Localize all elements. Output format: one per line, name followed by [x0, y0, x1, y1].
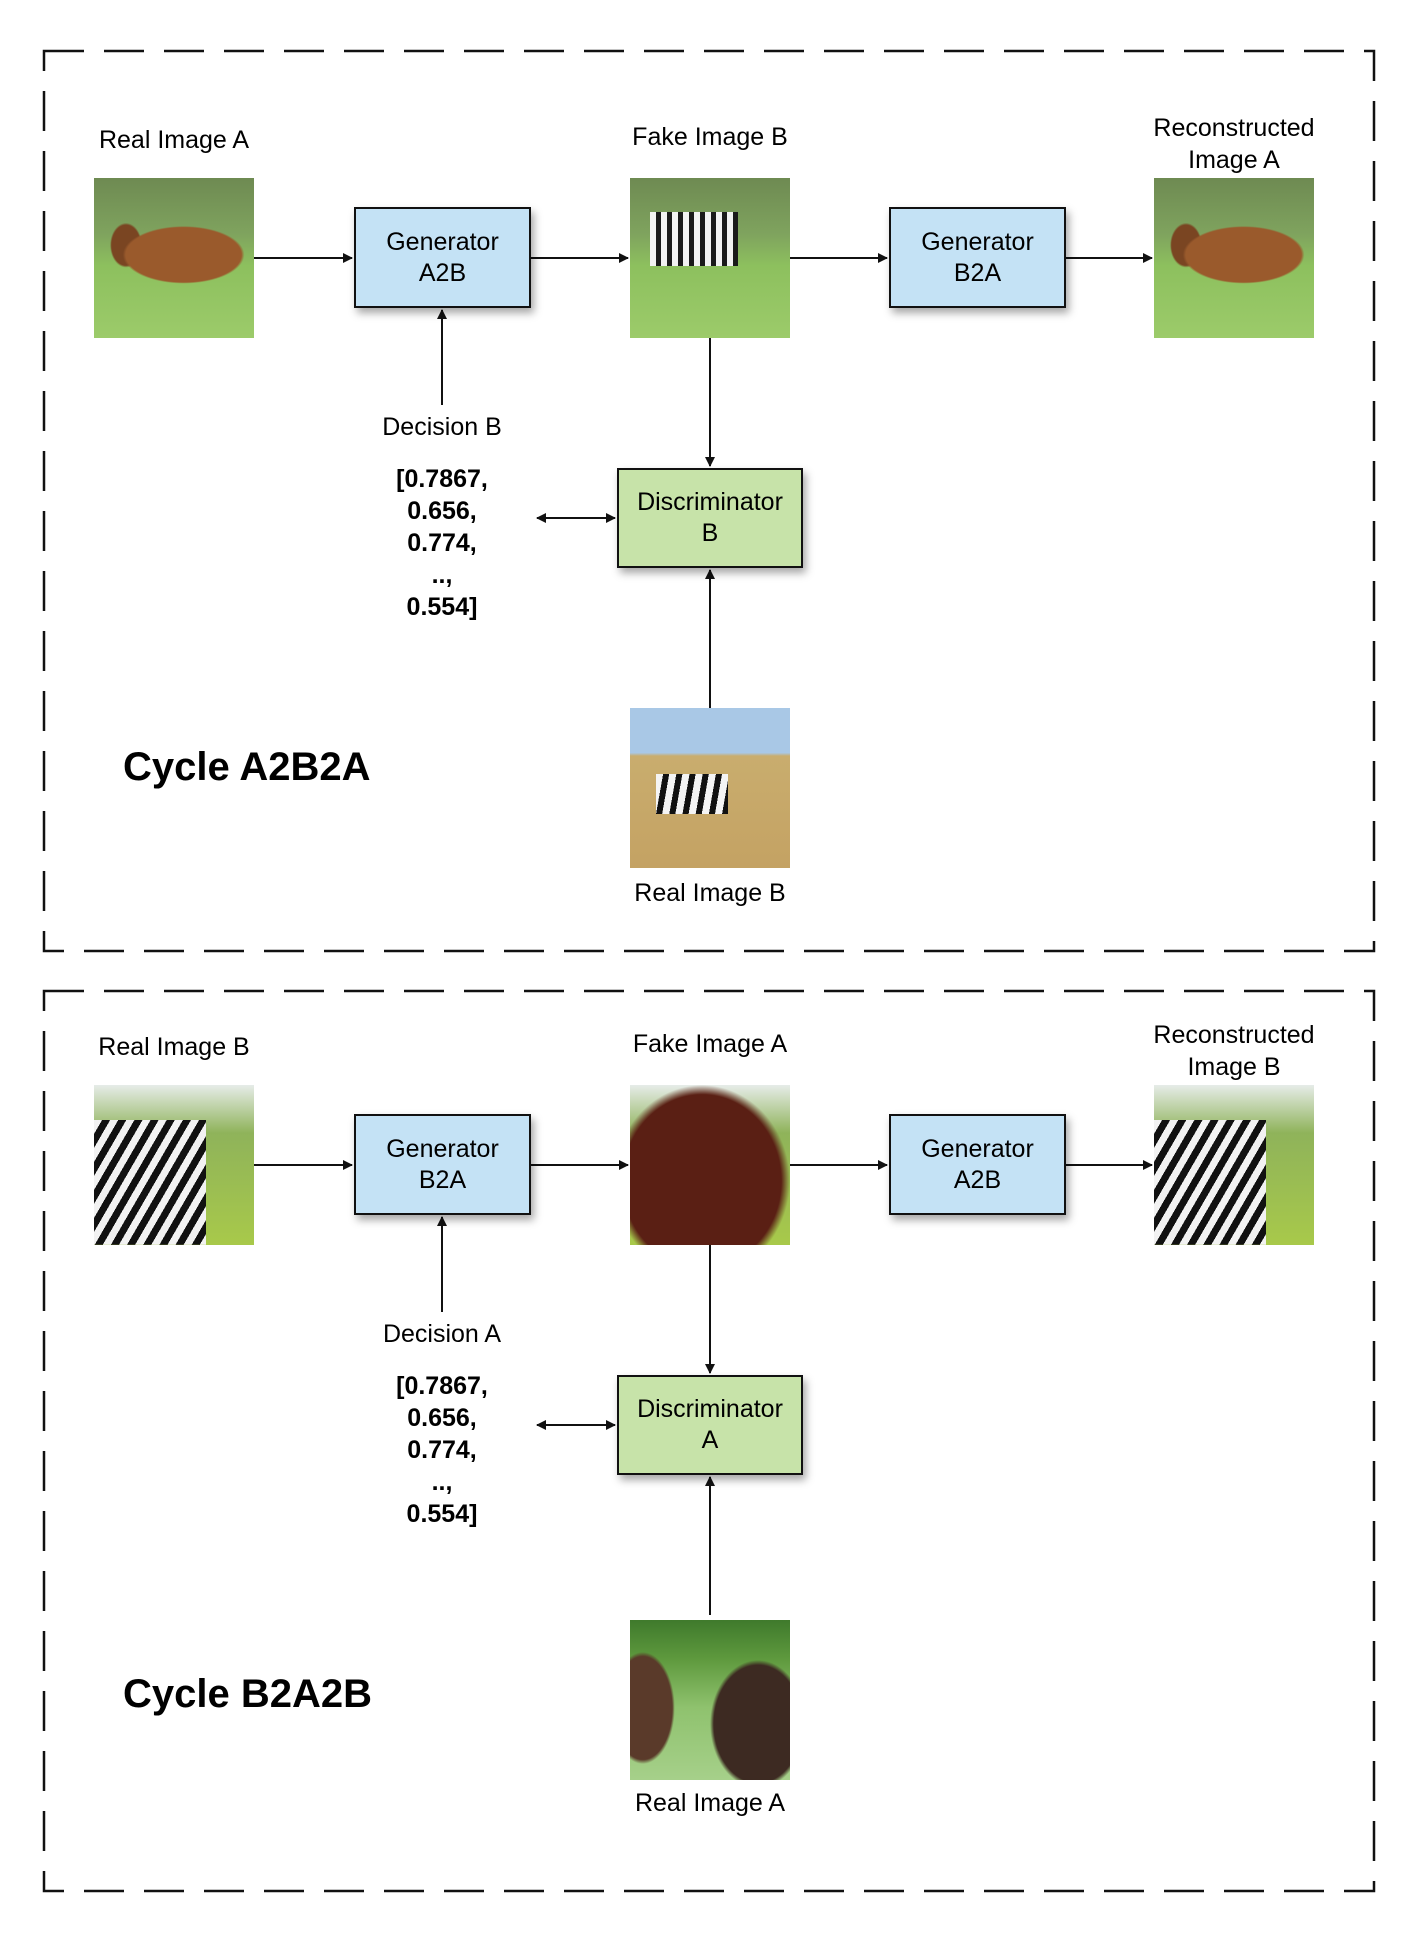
discriminator-label: Discriminator	[637, 488, 783, 516]
decision-values: [0.7867, 0.656, 0.774, .., 0.554]	[342, 1370, 542, 1530]
decision-value: 0.656,	[407, 1404, 477, 1432]
reconstructed-image	[1154, 1085, 1314, 1245]
generator-direction: A2B	[953, 1165, 1002, 1194]
decision-value: 0.774,	[407, 529, 477, 557]
reconstructed-label-line1: Reconstructed	[1153, 114, 1315, 142]
decision-value: [0.7867,	[396, 1372, 488, 1400]
generator-b2a: Generator B2A	[889, 207, 1066, 308]
decision-value: 0.554]	[406, 1500, 478, 1528]
generator-a2b: Generator A2B	[354, 207, 531, 308]
real-image	[630, 708, 790, 868]
discriminator-domain: A	[701, 1426, 719, 1454]
fake-image-label: Fake Image A	[632, 1030, 788, 1058]
input-image	[94, 1085, 254, 1245]
real-image	[630, 1620, 790, 1780]
reconstructed-image-label: Reconstructed Image B	[1134, 1019, 1334, 1083]
generator-b2a: Generator B2A	[354, 1114, 531, 1215]
connector-arrows	[254, 1160, 1153, 1615]
generator-label: Generator	[921, 1134, 1034, 1163]
decision-label: Decision B	[382, 413, 502, 441]
decision-label: Decision A	[382, 1320, 502, 1348]
cycle-b2a2b	[0, 0, 1423, 1893]
reconstructed-image-label: Reconstructed Image A	[1134, 112, 1334, 176]
decision-value: ..,	[431, 561, 453, 589]
discriminator-a: Discriminator A	[617, 1375, 803, 1475]
dashed-frame	[42, 989, 1376, 1893]
connector-arrows	[254, 253, 1153, 708]
input-image	[94, 178, 254, 338]
decision-value: 0.554]	[406, 593, 478, 621]
input-image-label: Real Image A	[98, 126, 250, 154]
fake-image	[630, 1085, 790, 1245]
decision-value: 0.656,	[407, 497, 477, 525]
discriminator-label: Discriminator	[637, 1395, 783, 1423]
cycle-title: Cycle B2A2B	[123, 1672, 373, 1716]
real-image-label: Real Image B	[634, 879, 786, 907]
cycle-a2b2a: Real Image A Generator A2B Fake Image B …	[0, 0, 1423, 953]
input-image-label: Real Image B	[98, 1033, 250, 1061]
reconstructed-label-line2: Image B	[1187, 1053, 1281, 1081]
decision-value: ..,	[431, 1468, 453, 1496]
reconstructed-label-line1: Reconstructed	[1153, 1021, 1315, 1049]
discriminator-b: Discriminator B	[617, 468, 803, 568]
real-image-label: Real Image A	[634, 1789, 786, 1817]
reconstructed-label-line2: Image A	[1188, 146, 1280, 174]
generator-label: Generator	[386, 227, 499, 256]
cycle-title: Cycle A2B2A	[123, 745, 371, 789]
fake-image-label: Fake Image B	[632, 123, 788, 151]
generator-label: Generator	[386, 1134, 499, 1163]
generator-direction: B2A	[953, 258, 1002, 287]
generator-label: Generator	[921, 227, 1034, 256]
reconstructed-image	[1154, 178, 1314, 338]
generator-direction: A2B	[418, 258, 467, 287]
dashed-frame	[42, 49, 1376, 953]
decision-value: [0.7867,	[396, 465, 488, 493]
decision-values: [0.7867, 0.656, 0.774, .., 0.554]	[342, 463, 542, 623]
fake-image	[630, 178, 790, 338]
generator-direction: B2A	[418, 1165, 467, 1194]
discriminator-domain: B	[701, 519, 719, 547]
decision-value: 0.774,	[407, 1436, 477, 1464]
cycle-b2a2b-content: Real Image B Generator B2A Fake Image A …	[0, 907, 1423, 1847]
generator-a2b: Generator A2B	[889, 1114, 1066, 1215]
